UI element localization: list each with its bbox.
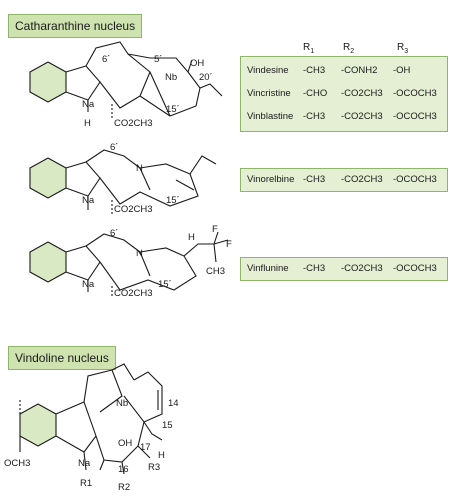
label-16: 16 bbox=[118, 464, 129, 475]
label-6prime: 6´ bbox=[110, 142, 118, 153]
benzene-ring bbox=[19, 403, 57, 447]
r2-value: -CO2CH3 bbox=[341, 88, 383, 99]
r3-value: -OCOCH3 bbox=[393, 174, 437, 185]
pyrrole-ring bbox=[65, 65, 101, 101]
compound-name: Vindesine bbox=[247, 65, 289, 76]
label-nb: Nb bbox=[116, 398, 128, 409]
label-14: 14 bbox=[168, 398, 179, 409]
vindoline-nucleus-title: Vindoline nucleus bbox=[8, 346, 116, 370]
r1-value: -CH3 bbox=[303, 111, 326, 122]
benzene-ring bbox=[29, 61, 67, 103]
label-17: 17 bbox=[140, 442, 151, 453]
label-h: H bbox=[84, 118, 91, 129]
label-n: N bbox=[136, 248, 143, 259]
structure-2: 6´ N 15´ Na CO2CH3 bbox=[29, 142, 217, 215]
label-na: Na bbox=[78, 458, 91, 469]
label-20prime: 20´ bbox=[199, 72, 213, 83]
r1-value: -CH3 bbox=[303, 263, 326, 274]
label-nb: Nb bbox=[165, 72, 177, 83]
label-r2: R2 bbox=[118, 482, 130, 493]
r3-value: -OH bbox=[393, 65, 411, 76]
label-ester: CO2CH3 bbox=[114, 204, 153, 215]
label-15prime: 15´ bbox=[166, 104, 180, 115]
compound-table-vinorelbine: Vinorelbine -CH3 -CO2CH3 -OCOCH3 bbox=[240, 168, 448, 192]
header-r1: R1 bbox=[303, 42, 315, 55]
structure-1: 6´ 5´ Nb OH 20´ 15´ Na H CO2CH3 bbox=[29, 41, 223, 129]
compound-name: Vincristine bbox=[247, 88, 291, 99]
pyrrole-ring bbox=[65, 245, 101, 281]
r1-value: -CHO bbox=[303, 88, 328, 99]
label-5prime: 5´ bbox=[154, 54, 162, 65]
header-r2: R2 bbox=[343, 42, 355, 55]
label-15prime: 15´ bbox=[166, 195, 180, 206]
benzene-ring bbox=[29, 241, 67, 283]
label-15prime: 15´ bbox=[158, 279, 172, 290]
label-f2: F bbox=[226, 239, 232, 250]
pyrrole-ring bbox=[65, 161, 101, 197]
label-15: 15 bbox=[162, 420, 173, 431]
structure-vindoline: 14 15 Nb OH 17 H R3 OCH3 Na 16 R1 R2 bbox=[4, 363, 179, 493]
r2-value: -CO2CH3 bbox=[341, 263, 383, 274]
benzene-ring bbox=[29, 157, 67, 199]
r3-value: -OCOCH3 bbox=[393, 263, 437, 274]
label-6prime: 6´ bbox=[110, 228, 118, 239]
label-och3: OCH3 bbox=[4, 458, 30, 469]
label-h: H bbox=[188, 232, 195, 243]
catharanthine-nucleus-title: Catharanthine nucleus bbox=[8, 14, 143, 38]
compound-name: Vinorelbine bbox=[247, 174, 295, 185]
label-h: H bbox=[158, 450, 165, 461]
compound-table-group1: Vindesine -CH3 -CONH2 -OH Vincristine -C… bbox=[240, 56, 448, 132]
r2-value: -CONH2 bbox=[341, 65, 378, 76]
label-r1: R1 bbox=[80, 478, 92, 489]
r3-value: -OCOCH3 bbox=[393, 111, 437, 122]
label-ester: CO2CH3 bbox=[114, 288, 153, 299]
r1-value: -CH3 bbox=[303, 65, 326, 76]
structure-3: 6´ N H F F CH3 15´ Na CO2CH3 bbox=[29, 224, 232, 299]
label-f1: F bbox=[212, 224, 218, 235]
label-na: Na bbox=[82, 195, 95, 206]
label-n: N bbox=[136, 163, 143, 174]
header-r3: R3 bbox=[397, 42, 409, 55]
compound-table-vinflunine: Vinflunine -CH3 -CO2CH3 -OCOCH3 bbox=[240, 257, 448, 281]
label-na: Na bbox=[82, 279, 95, 290]
label-6prime: 6´ bbox=[102, 54, 110, 65]
label-na: Na bbox=[82, 99, 95, 110]
r1-value: -CH3 bbox=[303, 174, 326, 185]
label-oh: OH bbox=[190, 58, 204, 69]
label-r3: R3 bbox=[148, 462, 160, 473]
compound-name: Vinblastine bbox=[247, 111, 294, 122]
compound-name: Vinflunine bbox=[247, 263, 289, 274]
r2-value: -CO2CH3 bbox=[341, 111, 383, 122]
label-ch3: CH3 bbox=[206, 266, 225, 277]
r2-value: -CO2CH3 bbox=[341, 174, 383, 185]
r3-value: -OCOCH3 bbox=[393, 88, 437, 99]
label-ester: CO2CH3 bbox=[114, 118, 153, 129]
label-oh: OH bbox=[118, 438, 132, 449]
